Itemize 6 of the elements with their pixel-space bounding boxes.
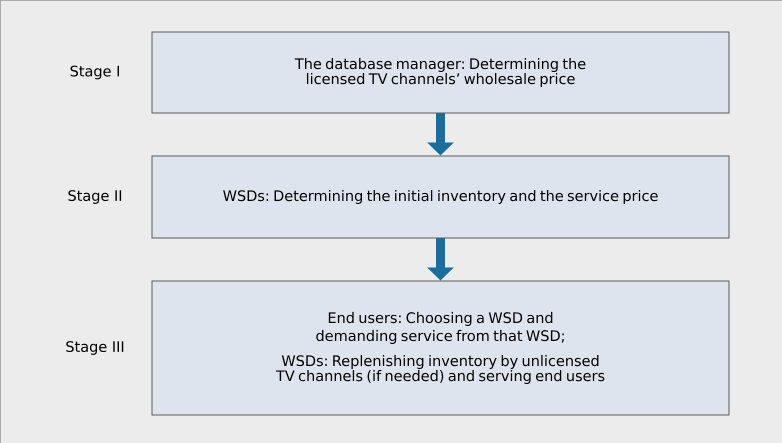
stage-label: Stage I [70, 66, 119, 80]
stage-box: WSDs: Determining the initial inventory and the service price [152, 156, 730, 238]
stage-box: The database manager: Determining the licensed TV channels’ wholesale price [152, 32, 730, 114]
stage-box: End users: Choosing a WSD and demanding service from that WSD; WSDs: Replenishing inventory by unlicensed TV channels (if needed) and serving end users [152, 280, 730, 416]
stage-label: Stage III [66, 341, 124, 355]
stage-label: Stage II [68, 190, 122, 204]
